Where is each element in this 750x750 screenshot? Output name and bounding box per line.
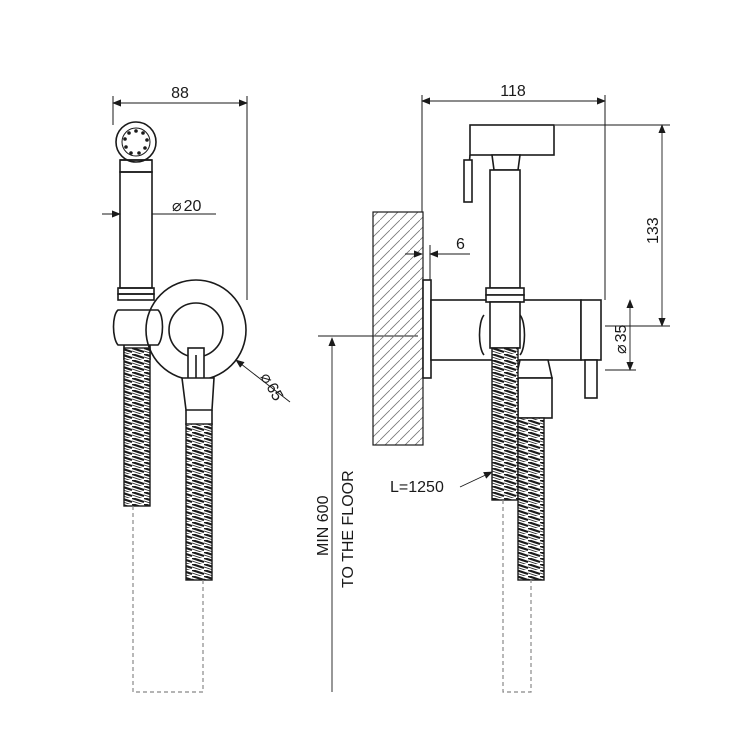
wall-plate [422,279,432,379]
spray-nozzles [123,129,149,155]
diameter-20-label: ⌀20 [172,198,202,215]
width-118-label: 118 [500,83,526,100]
dimension-diameter-65: ⌀65 [235,359,291,404]
hose-handle-right [491,347,519,501]
front-view: 88 ⌀20 [102,85,291,693]
hose-length-label: L=1250 [390,479,444,496]
diameter-65-label: ⌀65 [257,370,286,404]
side-view: 118 6 133 ⌀35 [372,83,670,693]
hose-connector-front [181,377,215,425]
shower-head [115,121,157,301]
hose-supply-left [185,423,213,581]
hose-handle-left [123,347,151,507]
dimension-width-88: 88 [112,85,248,300]
hose-continuation-left [132,506,204,693]
min-600-label: MIN 600 [315,495,332,556]
hose-connector-side [515,359,553,419]
dimension-width-118: 118 [421,83,606,300]
diameter-35-label: ⌀35 [613,324,630,354]
to-the-floor-label: TO THE FLOOR [340,470,357,588]
hose-continuation-right [502,500,532,693]
dimension-diameter-20: ⌀20 [102,198,216,218]
dimension-offset-6: 6 [405,236,470,280]
offset-6-label: 6 [456,236,465,253]
shower-head-side [463,124,555,349]
wall-section [372,211,424,446]
dimension-height-133: 133 [555,124,670,327]
dimension-hose-length: L=1250 [390,471,493,496]
hose-supply-right [517,417,545,581]
height-133-label: 133 [645,217,662,244]
width-88-label: 88 [171,85,189,102]
dimension-diameter-35: ⌀35 [605,299,636,371]
